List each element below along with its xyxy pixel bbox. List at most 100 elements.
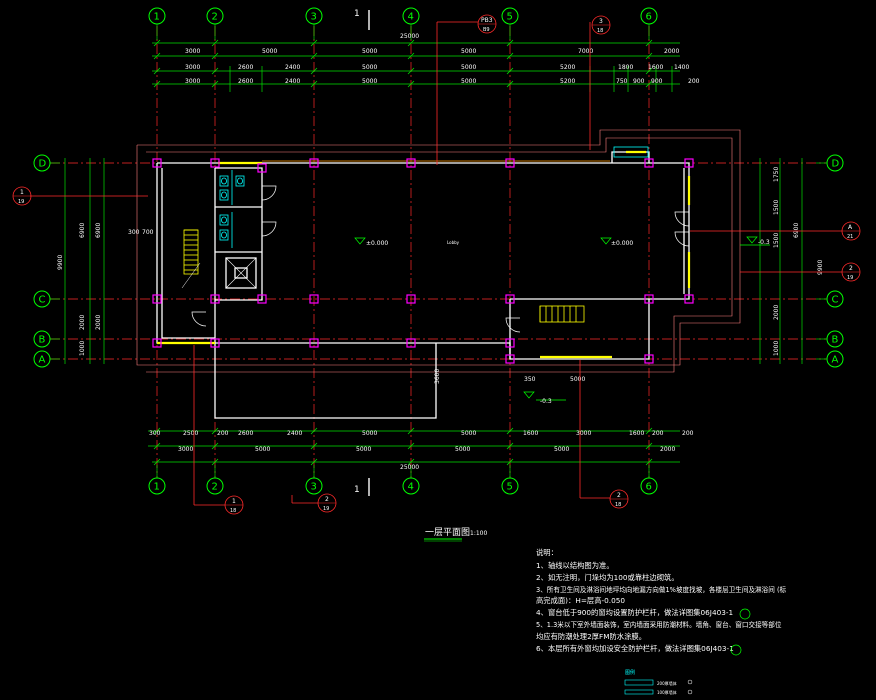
tick-4-5	[506, 442, 514, 450]
top-section-number: 1	[354, 9, 360, 19]
tick-2-5	[310, 442, 318, 450]
dim-top-row1-0: 3000	[185, 48, 200, 55]
toilet-fixture-2	[235, 175, 245, 187]
dim-bottom-row1-5: 5000	[362, 430, 377, 437]
tick-0-2	[153, 67, 161, 75]
toilet-bowl-2	[237, 177, 243, 185]
dim-bottom-row1-2: 200	[217, 430, 229, 437]
column-8	[309, 338, 319, 348]
dim-bottom-row1-6: 5000	[461, 430, 476, 437]
dim-bottom-row1-11: 200	[682, 430, 694, 437]
callout-right-2-sheet: 19	[847, 275, 853, 281]
axis-bottom-2: 2	[212, 482, 218, 493]
dim-right-inner2-3: 2000	[773, 305, 780, 320]
elevator-shaft	[225, 257, 257, 289]
toilet-fixture-0	[219, 175, 229, 187]
axis-left-C: C	[39, 295, 46, 306]
lower-slab	[214, 343, 437, 419]
column-14	[406, 294, 416, 304]
legend-symbol-1	[687, 679, 693, 685]
toilet-fixture-3	[219, 214, 229, 226]
tick-1-5	[211, 442, 219, 450]
callout-right-a-sheet: 21	[847, 234, 853, 240]
dim-top-row3-3: 5000	[362, 78, 377, 85]
column-10	[505, 338, 515, 348]
callout-pb3-sheet: B9	[483, 27, 490, 33]
note-6: 6、本层所有外窗均加设安全防护栏杆，做法详图集06J403-1	[536, 644, 734, 653]
legend: 图例 200厚墙体 100厚墙体	[624, 669, 693, 695]
dim-right-outer: 9900	[817, 260, 824, 275]
dim-top-row3-4: 5000	[461, 78, 476, 85]
dim-bottom-row2-2: 5000	[356, 446, 371, 453]
column-16	[644, 294, 654, 304]
dim-left-small-0: 300	[128, 229, 140, 236]
column-5	[644, 158, 654, 168]
axis-top-4: 4	[408, 12, 414, 23]
column-22	[257, 163, 267, 173]
dim-left-inner-1: 2000	[79, 315, 86, 330]
column-20	[644, 354, 654, 364]
tick-3-6	[407, 458, 415, 466]
column-0	[152, 158, 162, 168]
callout-left-sheet: 19	[18, 199, 24, 205]
dim-bottom-row2-3: 5000	[455, 446, 470, 453]
callout-bottom-3: 2	[617, 492, 621, 499]
tick-2-4	[310, 427, 318, 435]
dim-top-row2-8: 1400	[674, 64, 689, 71]
column-4	[505, 158, 515, 168]
dim-top-row2-2: 2400	[285, 64, 300, 71]
dim-350: 350	[524, 376, 536, 383]
callout-bottom-1: 1	[232, 498, 236, 505]
door-swing-0	[261, 185, 277, 201]
column-9	[406, 338, 416, 348]
tick-1-6	[211, 458, 219, 466]
overall-bottom-dim: 25000	[400, 464, 419, 471]
tick-1-0	[211, 39, 219, 47]
dim-top-row3-0: 3000	[185, 78, 200, 85]
tick-0-3	[153, 80, 161, 88]
dim-left-inner2-0: 6900	[95, 223, 102, 238]
column-18	[684, 294, 694, 304]
level-marker-lobby-right	[600, 237, 612, 245]
tick-2-1	[310, 52, 318, 60]
tick-4-0	[506, 39, 514, 47]
dim-left-inner2-1: 2000	[95, 315, 102, 330]
callout-right-2: 2	[849, 265, 853, 272]
callout-pb3: PB3	[481, 17, 493, 24]
dim-top-row2-1: 2600	[238, 64, 253, 71]
tick-3-4	[407, 427, 415, 435]
axis-right-D: D	[832, 159, 840, 170]
dim-top-row1-1: 5000	[262, 48, 277, 55]
note-3-cont: 高完成面)：H=层高-0.050	[536, 596, 625, 605]
tick-4-2	[506, 67, 514, 75]
level-lobby-left: ±0.000	[366, 240, 388, 247]
tick-5-1	[645, 52, 653, 60]
tick-2-0	[310, 39, 318, 47]
apron-outline	[146, 137, 733, 373]
dim-top-row3-1: 2600	[238, 78, 253, 85]
dim-bottom-row1-7: 1600	[523, 430, 538, 437]
tick-2-6	[310, 458, 318, 466]
column-19	[505, 354, 515, 364]
note-3: 3、所有卫生间及淋浴间地坪均向地漏方向做1%坡度找坡，各楼层卫生间及淋浴间 (标	[536, 585, 787, 594]
axis-top-6: 6	[646, 12, 652, 23]
tick-5-4	[645, 427, 653, 435]
dim-right-inner2-2: 1500	[773, 233, 780, 248]
axis-grid-lines	[50, 26, 826, 478]
toilet-bowl-4	[221, 231, 227, 239]
level-exterior-right: -0.3	[758, 239, 770, 246]
dim-top-row2-3: 5000	[362, 64, 377, 71]
column-1	[210, 158, 220, 168]
legend-label-1: 200厚墙体	[657, 680, 677, 686]
overall-top-dim: 25000	[400, 33, 419, 40]
dim-top-row3-5: 5200	[560, 78, 575, 85]
column-15	[505, 294, 515, 304]
tick-0-6	[153, 458, 161, 466]
dim-left-small-1: 700	[142, 229, 154, 236]
dim-bottom-row1-0: 300	[149, 430, 161, 437]
dim-left-outer: 9900	[57, 255, 64, 270]
dim-bottom-row1-10: 200	[652, 430, 664, 437]
axis-right-C: C	[832, 295, 839, 306]
dim-3600: 3600	[434, 369, 441, 384]
